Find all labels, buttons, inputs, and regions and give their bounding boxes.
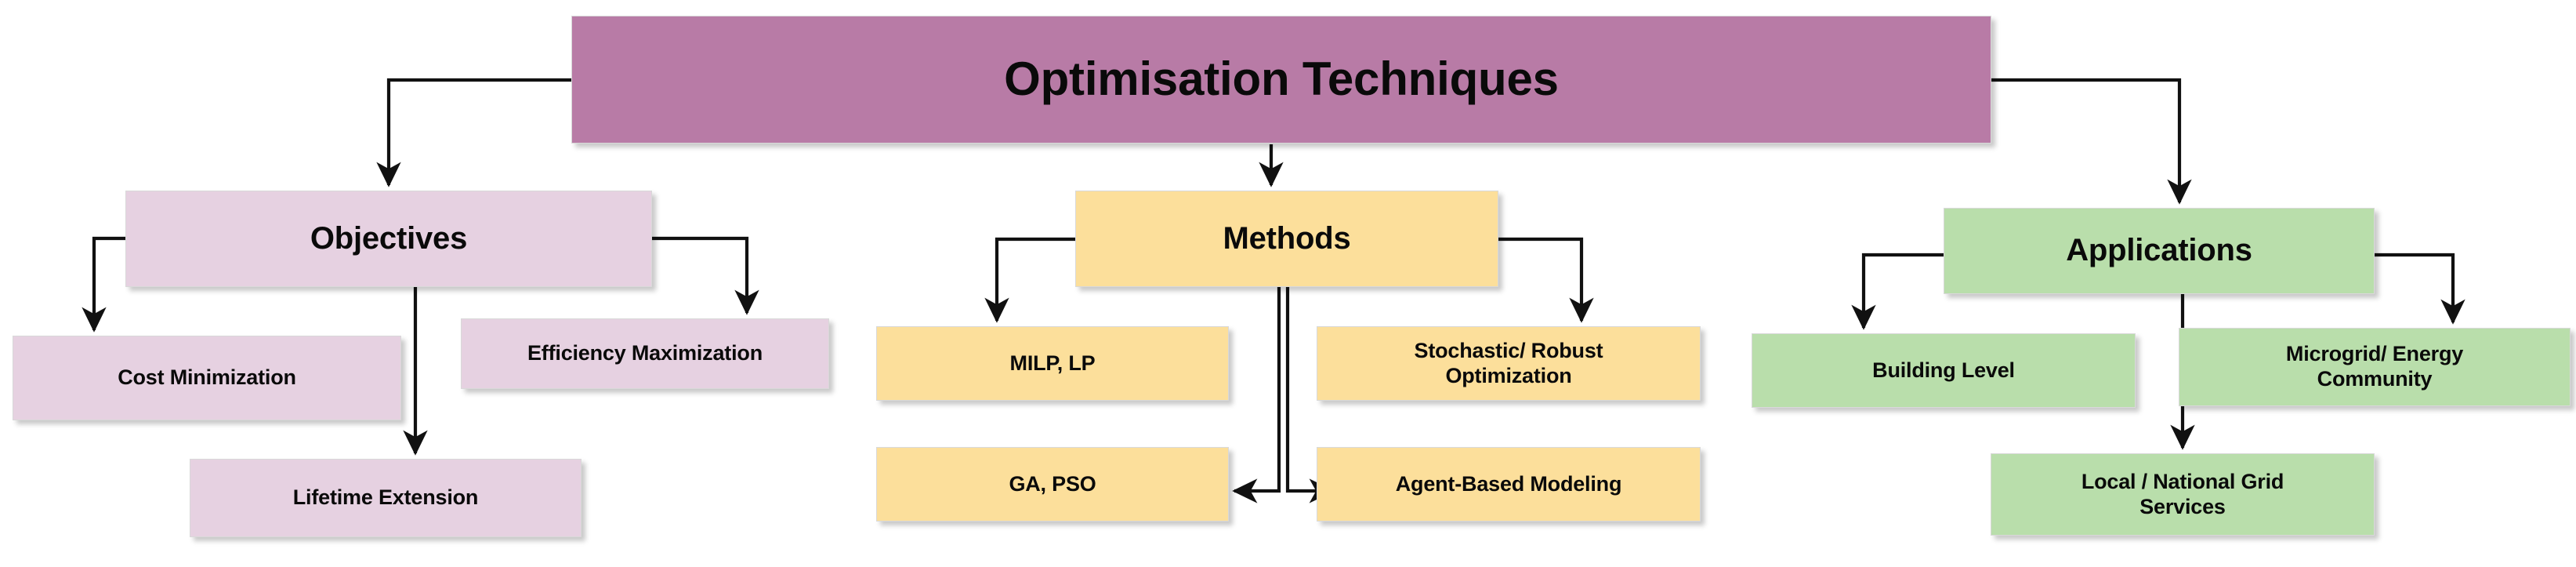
node-local-national-grid-services[interactable]: Local / National Grid Services bbox=[1991, 453, 2375, 536]
node-label: GA, PSO bbox=[1009, 471, 1096, 496]
edge-methods-to-ga-pso bbox=[1232, 287, 1281, 503]
node-building-level[interactable]: Building Level bbox=[1752, 333, 2136, 408]
edge-objectives-to-efficiency-maximization bbox=[652, 236, 759, 315]
node-label: Lifetime Extension bbox=[292, 485, 479, 510]
edge-methods-to-milp-lp bbox=[984, 237, 1075, 323]
edge-root-to-applications bbox=[1991, 78, 2192, 205]
node-label: Cost Minimization bbox=[118, 365, 296, 390]
node-label: Agent-Based Modeling bbox=[1395, 471, 1622, 496]
node-efficiency-maximization[interactable]: Efficiency Maximization bbox=[461, 318, 829, 389]
node-objectives[interactable]: Objectives bbox=[125, 191, 652, 287]
node-label: Efficiency Maximization bbox=[527, 341, 763, 365]
node-label: Stochastic/ Robust Optimization bbox=[1414, 338, 1603, 387]
node-label: Microgrid/ Energy Community bbox=[2285, 342, 2464, 391]
node-methods[interactable]: Methods bbox=[1075, 191, 1498, 287]
edge-methods-to-stochastic-robust-optimization bbox=[1498, 237, 1594, 323]
edge-applications-to-building-level bbox=[1851, 253, 1944, 330]
node-lifetime-extension[interactable]: Lifetime Extension bbox=[190, 459, 582, 537]
node-label: Methods bbox=[1223, 220, 1351, 256]
edge-applications-to-microgrid-energy-community bbox=[2375, 253, 2465, 325]
node-label: MILP, LP bbox=[1009, 351, 1096, 375]
edge-objectives-to-cost-minimization bbox=[82, 236, 125, 333]
node-applications[interactable]: Applications bbox=[1944, 208, 2375, 294]
node-stochastic-robust-optimization[interactable]: Stochastic/ Robust Optimization bbox=[1317, 326, 1701, 401]
node-agent-based-modeling[interactable]: Agent-Based Modeling bbox=[1317, 447, 1701, 522]
node-label: Applications bbox=[2066, 233, 2252, 268]
node-milp-lp[interactable]: MILP, LP bbox=[876, 326, 1229, 401]
node-label: Objectives bbox=[310, 220, 468, 256]
node-label: Building Level bbox=[1872, 358, 2015, 382]
node-root-optimisation-techniques[interactable]: Optimisation Techniques bbox=[571, 16, 1991, 144]
node-label: Local / National Grid Services bbox=[2081, 469, 2284, 518]
node-label: Optimisation Techniques bbox=[1004, 53, 1559, 106]
node-microgrid-energy-community[interactable]: Microgrid/ Energy Community bbox=[2179, 328, 2571, 406]
node-ga-pso[interactable]: GA, PSO bbox=[876, 447, 1229, 522]
node-cost-minimization[interactable]: Cost Minimization bbox=[13, 336, 401, 420]
edge-root-to-objectives bbox=[376, 78, 571, 187]
